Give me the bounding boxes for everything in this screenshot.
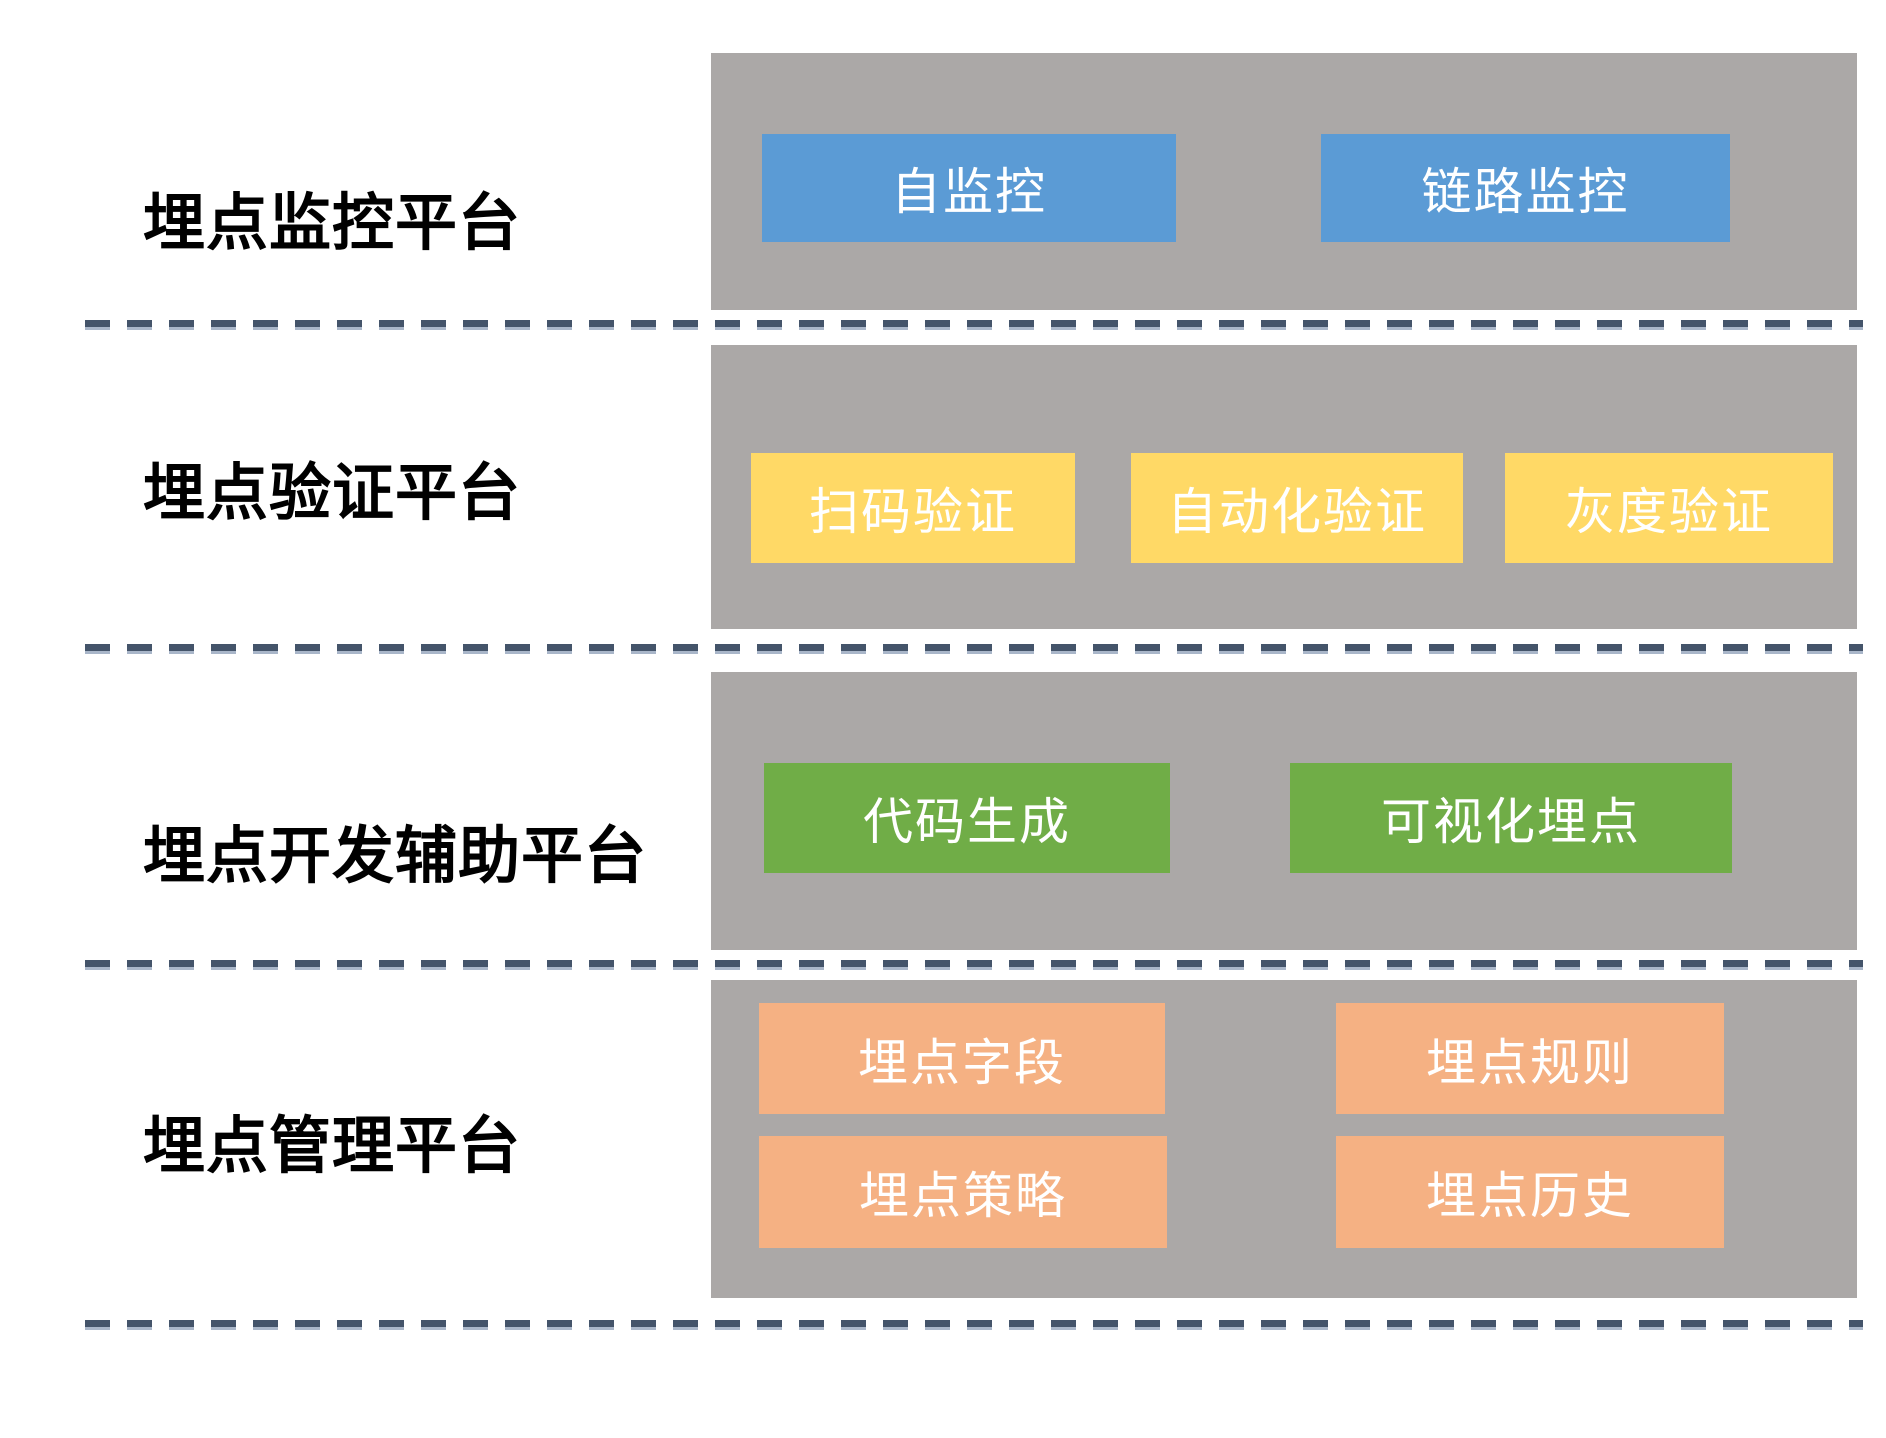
label-dev-assist-platform: 埋点开发辅助平台 [143,823,648,891]
box-visual-tracking: 可视化埋点 [1290,763,1732,873]
box-gray-verification: 灰度验证 [1505,453,1833,563]
label-verification-platform: 埋点验证平台 [143,460,522,528]
box-tracking-fields: 埋点字段 [759,1003,1165,1114]
box-code-generation: 代码生成 [764,763,1170,873]
box-automated-verification: 自动化验证 [1131,453,1463,563]
box-tracking-strategy: 埋点策略 [759,1136,1167,1248]
box-self-monitoring: 自监控 [762,134,1176,242]
box-scan-code-verification: 扫码验证 [751,453,1075,563]
box-tracking-history: 埋点历史 [1336,1136,1724,1248]
box-tracking-rules: 埋点规则 [1336,1003,1724,1114]
dashed-divider-1 [85,320,1863,330]
dashed-divider-3 [85,960,1863,970]
label-monitoring-platform: 埋点监控平台 [143,190,522,258]
label-management-platform: 埋点管理平台 [143,1113,522,1181]
box-link-monitoring: 链路监控 [1321,134,1730,242]
dashed-divider-2 [85,644,1863,654]
dashed-divider-4 [85,1320,1863,1330]
